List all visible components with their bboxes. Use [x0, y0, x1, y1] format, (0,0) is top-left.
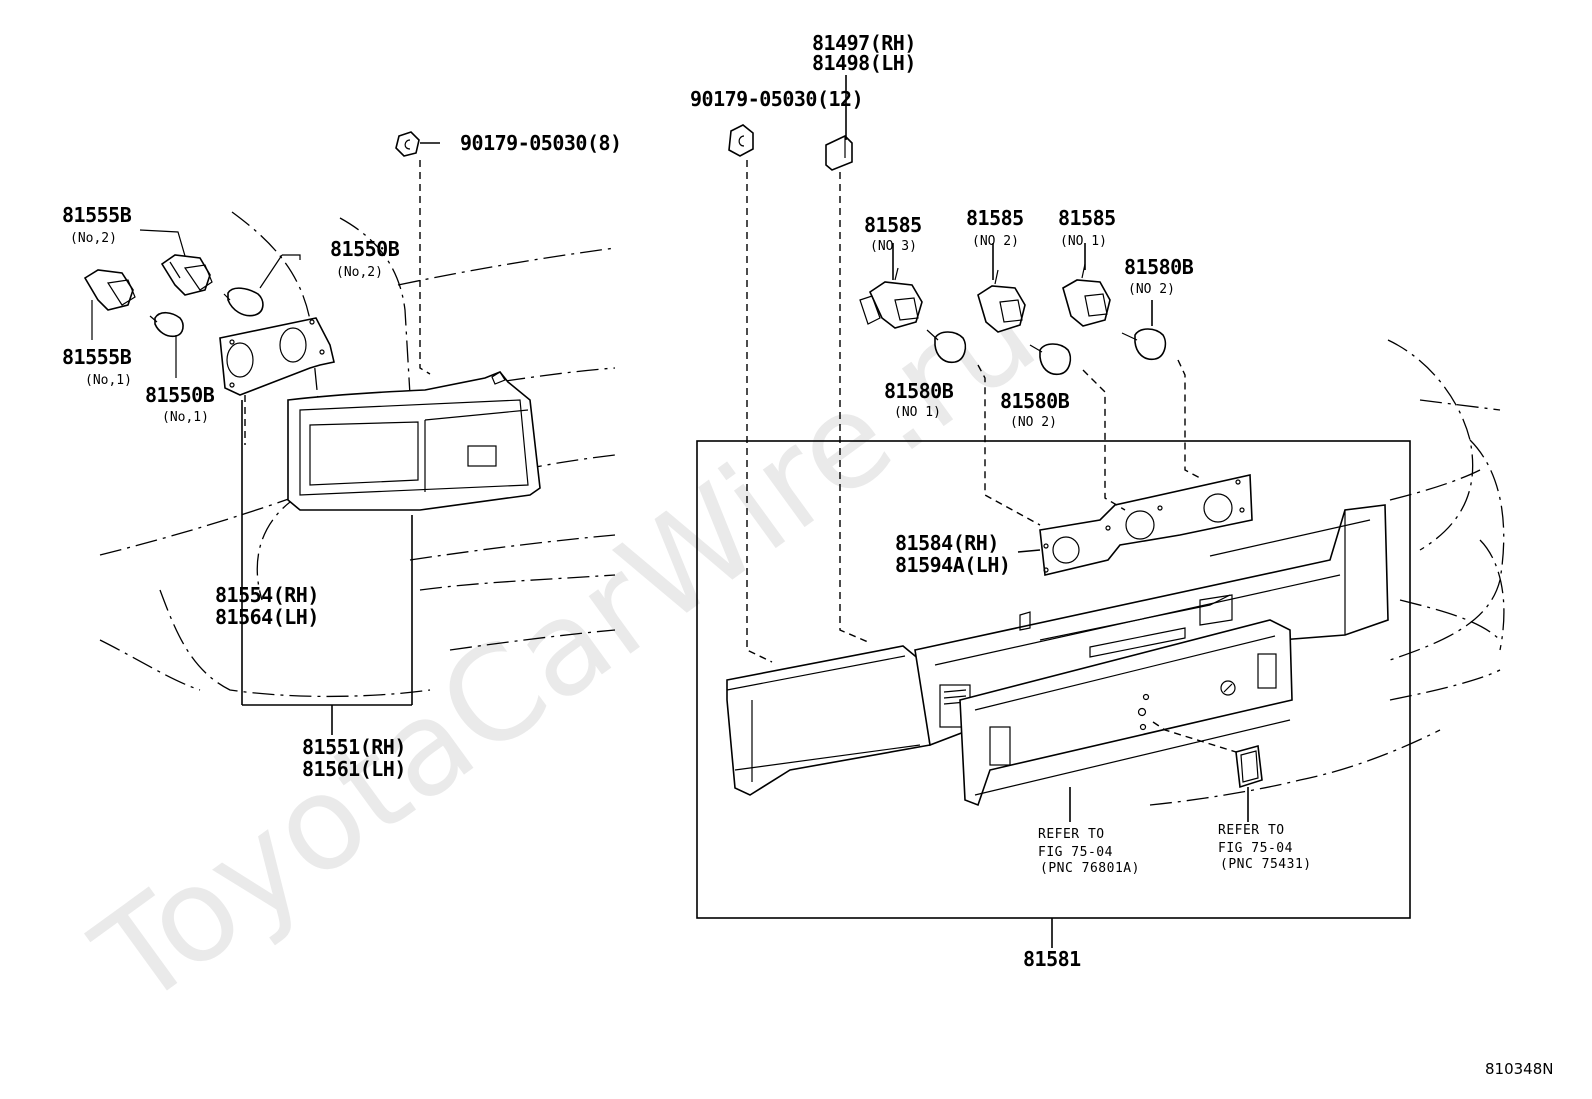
label-bulb-80-no1-sub: (NO 1) [894, 405, 941, 420]
socket-no1-icon [83, 269, 136, 311]
label-socket-no2-sub: (NO 2) [972, 234, 1019, 249]
label-lamp-assy-lh: 81561(LH) [302, 757, 406, 781]
clip-right-icon [728, 124, 754, 157]
bulb-80-no2-icon [1029, 343, 1072, 376]
label-cover-rh: 81497(RH) [812, 31, 916, 55]
label-bulb-no2-top: 81550B [330, 237, 400, 261]
cover-bracket-icon [825, 135, 853, 171]
label-bulb-80-no2-top: 81580B [1124, 255, 1194, 279]
label-bulb-no2-top-sub: (No,2) [336, 265, 383, 280]
label-socket-no2: 81585 [966, 206, 1024, 230]
left-leaders [91, 142, 440, 735]
bulb-no2-icon [223, 287, 264, 317]
label-refer1-line1: REFER TO [1038, 827, 1105, 842]
socket-no3-icon [859, 267, 923, 329]
label-socket-no1b: 81585 [1058, 206, 1116, 230]
vehicle-body-phantom [99, 211, 1505, 806]
label-refer2-line3: (PNC 75431) [1220, 857, 1312, 872]
socket-no1b-icon [1062, 263, 1111, 327]
socket-no2b-icon [977, 269, 1026, 333]
label-bulb-80-no2-top-sub: (NO 2) [1128, 282, 1175, 297]
label-refer2-line2: FIG 75-04 [1218, 841, 1293, 856]
label-refer1-line3: (PNC 76801A) [1040, 861, 1140, 876]
label-refer2-line1: REFER TO [1218, 823, 1285, 838]
label-bulb-80-no2-sub: (NO 2) [1010, 415, 1057, 430]
label-socket-no2-top: 81555B [62, 203, 132, 227]
label-gasket-rh: 81584(RH) [895, 531, 999, 555]
label-bulb-80-no1: 81580B [884, 379, 954, 403]
label-socket-no1b-sub: (NO 1) [1060, 234, 1107, 249]
label-bulb-80-no2: 81580B [1000, 389, 1070, 413]
label-socket-no1: 81555B [62, 345, 132, 369]
label-gasket-lh: 81594A(LH) [895, 553, 1010, 577]
label-lens-rh: 81554(RH) [215, 583, 319, 607]
label-socket-no2-top-sub: (No,2) [70, 231, 117, 246]
figure-code: 810348N [1485, 1060, 1553, 1078]
left-gasket [219, 317, 335, 396]
tail-lamp-lens [287, 371, 541, 511]
assembly-frame [696, 440, 1411, 919]
rear-panel-garnish [726, 504, 1389, 807]
label-refer1-line2: FIG 75-04 [1038, 845, 1113, 860]
label-socket-no1-sub: (No,1) [85, 373, 132, 388]
bulb-80-no2-top-icon [1121, 328, 1167, 361]
clip-left-icon [395, 131, 420, 157]
label-cover-lh: 81498(LH) [812, 51, 916, 75]
bulb-80-no1-icon [926, 329, 967, 364]
label-clip-right: 90179-05030(12) [690, 87, 863, 111]
right-gasket [1039, 474, 1253, 576]
right-leaders [746, 75, 1249, 948]
plug-icon [1235, 744, 1263, 789]
label-lens-lh: 81564(LH) [215, 605, 319, 629]
label-socket-no3-sub: (NO 3) [870, 239, 917, 254]
label-bulb-no1: 81550B [145, 383, 215, 407]
label-rear-panel-assy: 81581 [1023, 947, 1081, 971]
label-lamp-assy-rh: 81551(RH) [302, 735, 406, 759]
socket-no2-icon [160, 254, 213, 296]
bulb-no1-icon [149, 311, 184, 338]
label-bulb-no1-sub: (No,1) [162, 410, 209, 425]
label-socket-no3: 81585 [864, 213, 922, 237]
label-clip-left: 90179-05030(8) [460, 131, 622, 155]
